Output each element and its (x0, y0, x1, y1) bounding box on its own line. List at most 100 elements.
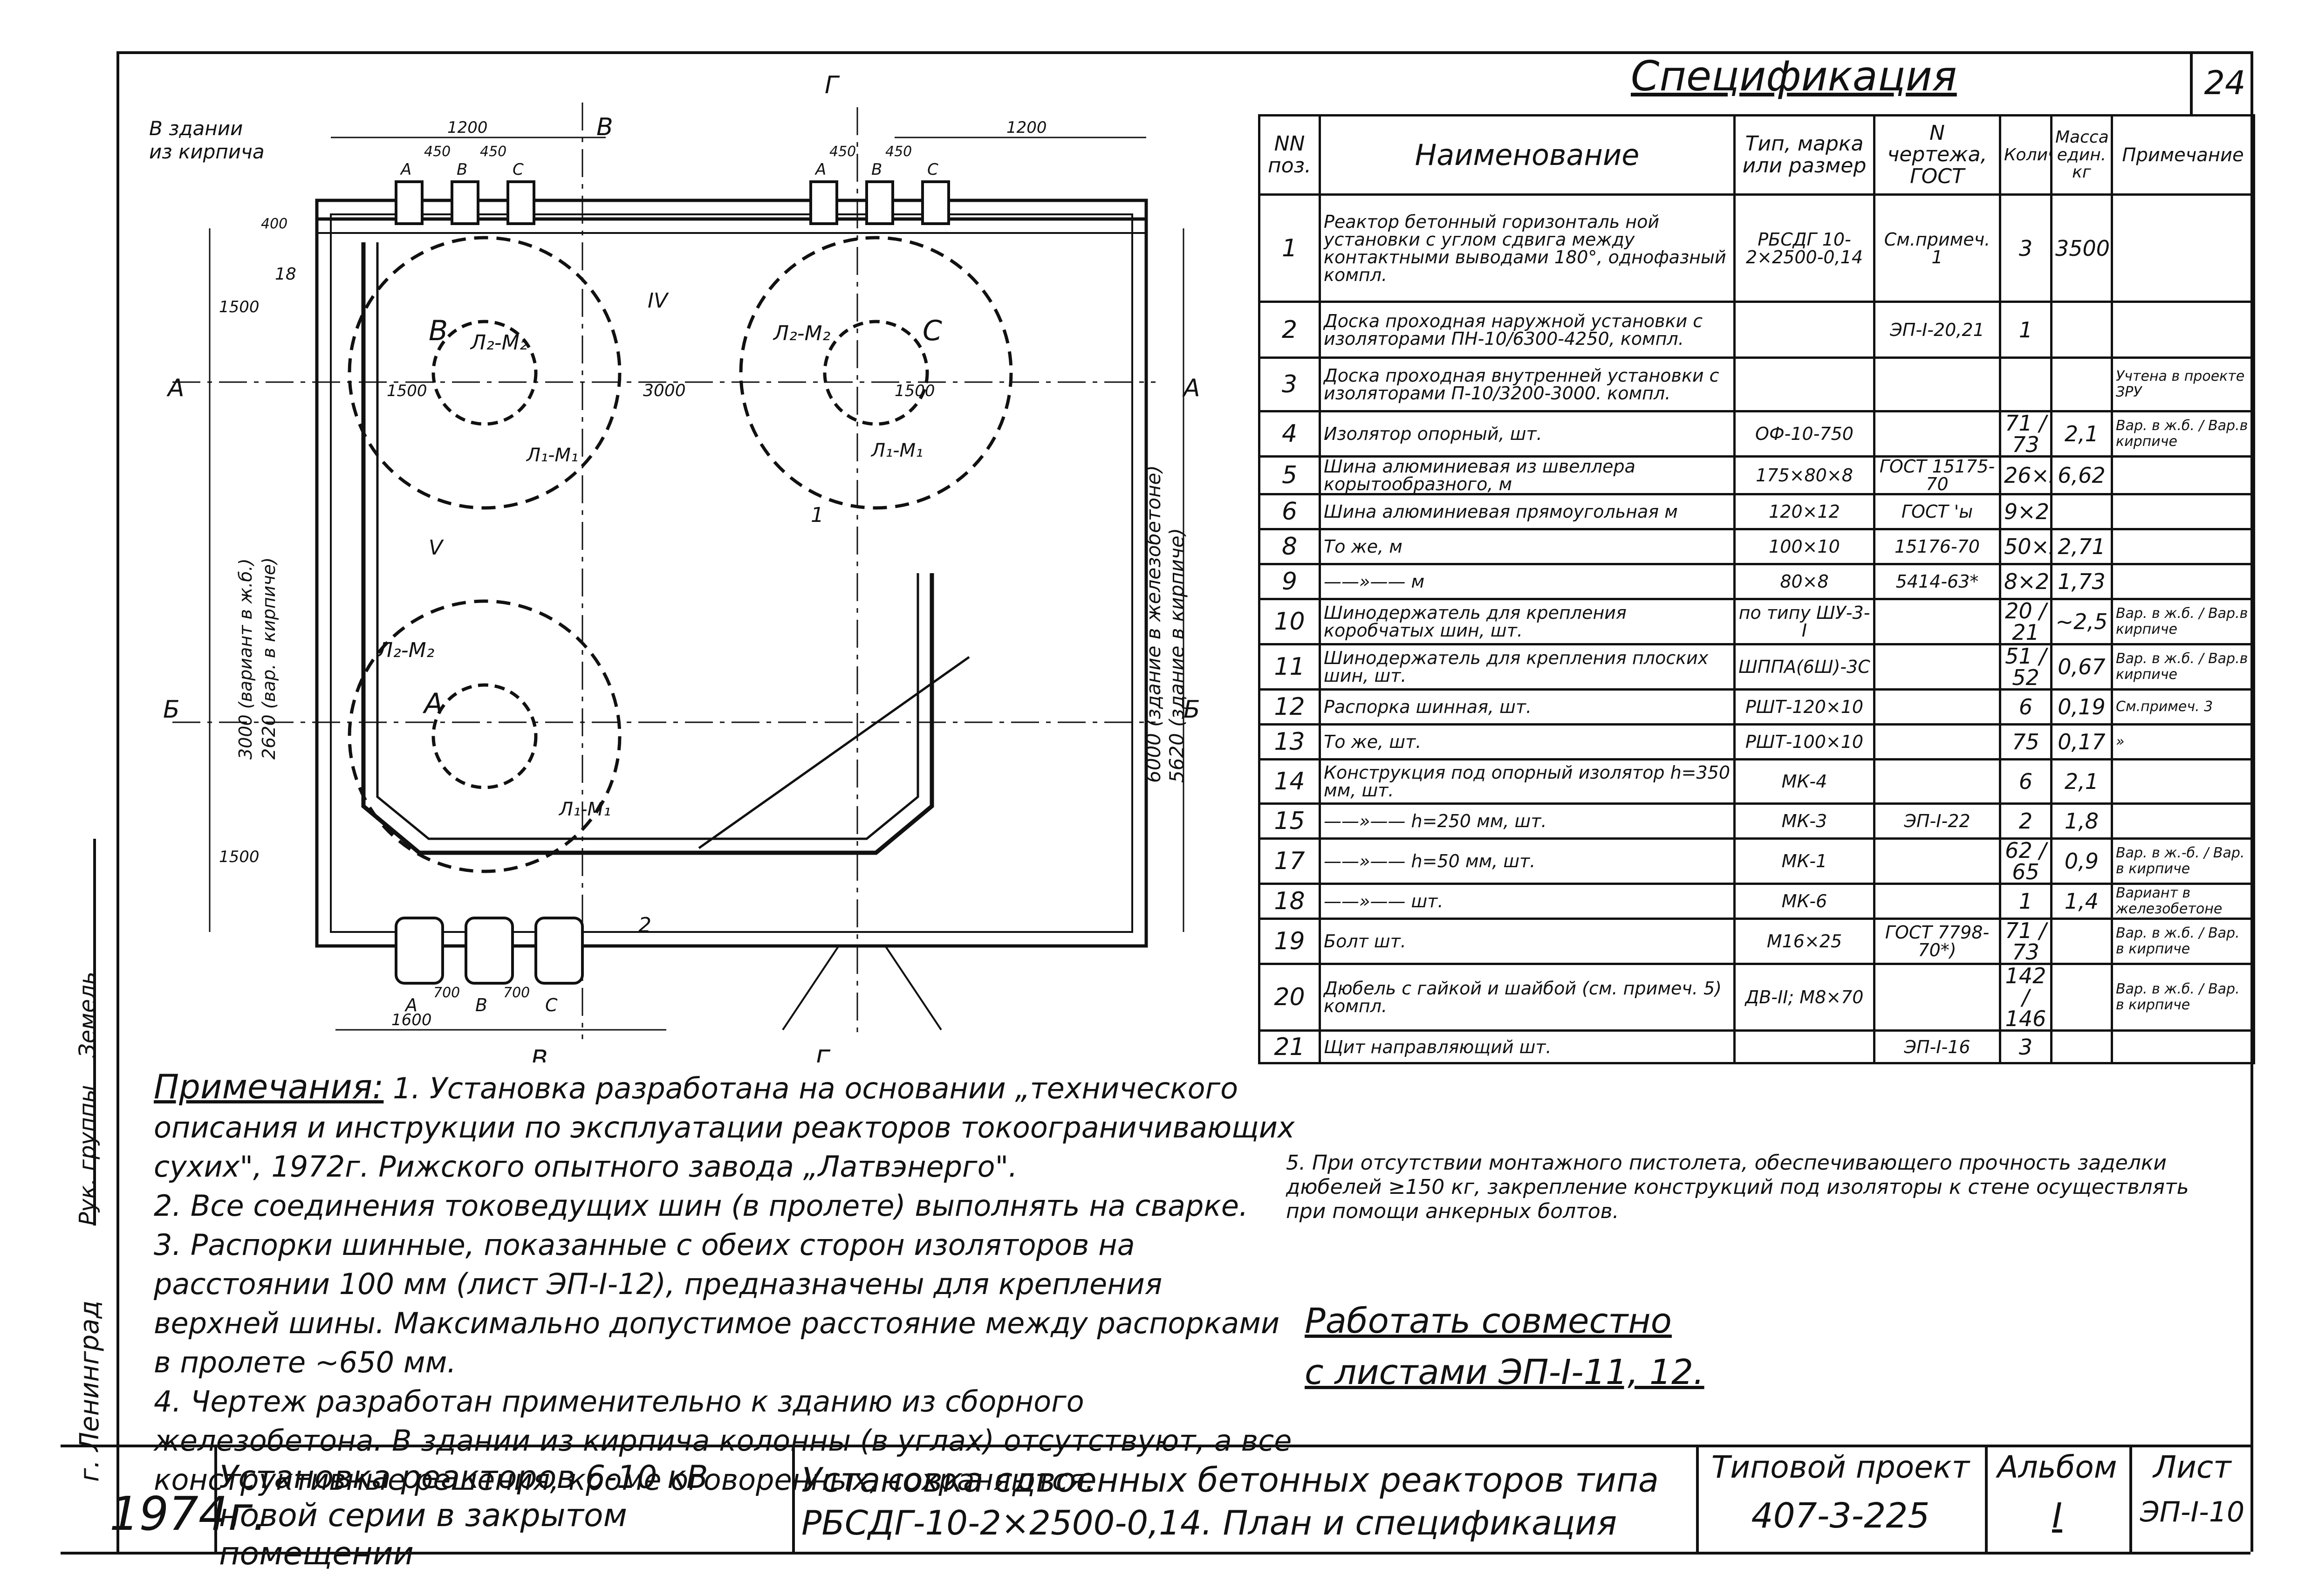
spec-type: РБСДГ 10-2×2500-0,14 (1733, 193, 1875, 303)
frame-top-line (116, 51, 2250, 54)
spec-pos: 4 (1258, 410, 1321, 458)
spec-note: Вар. в ж.б. / Вар.в кирпиче (2111, 643, 2255, 691)
spec-note: См.примеч. 3 (2111, 688, 2255, 726)
reactor-C-label: С (923, 315, 942, 347)
note-3: 3. Распорки шинные, показанные с обеих с… (154, 1228, 1280, 1379)
door-leaf-3 (884, 945, 942, 1031)
note-4: 4. Чертеж разработан применительно к зда… (154, 1384, 1292, 1497)
l1m1-A: Л₁-М₁ (558, 799, 611, 820)
phase-C-top2: С (927, 160, 938, 179)
spec-name: Изолятор опорный, шт. (1319, 410, 1736, 458)
spec-header-row: NN поз. Наименование Тип, марка или разм… (1258, 114, 2255, 196)
spec-type: МК-3 (1733, 802, 1875, 840)
spec-drawing: См.примеч. 1 (1873, 193, 2001, 303)
spec-qty: 142 / 146 (1999, 963, 2052, 1032)
header-note: Примечание (2111, 114, 2255, 196)
bus-route (361, 242, 934, 855)
spec-qty: 8×2 (1999, 563, 2052, 600)
spec-pos: 10 (1258, 598, 1321, 645)
spec-type: ШППА(6Ш)-3С (1733, 643, 1875, 691)
dim-right-alt: 5620 (здание в кирпиче) (1165, 528, 1188, 783)
spec-drawing (1873, 410, 2001, 458)
insulator-top-B2 (865, 180, 894, 225)
sec-V-bottom: В (531, 1045, 548, 1062)
header-type: Тип, марка или размер (1733, 114, 1875, 196)
reactor-B-inner (431, 320, 538, 426)
sec-B-left: Б (163, 696, 180, 724)
spec-mass: 6,62 (2050, 455, 2113, 495)
side-author: Земель (75, 971, 101, 1058)
spec-qty: 6 (1999, 758, 2052, 805)
spec-drawing: 15176-70 (1873, 528, 2001, 565)
dim-1500-l: 1500 (387, 382, 427, 400)
spec-qty: 6 (1999, 688, 2052, 726)
spec-qty (1999, 356, 2052, 412)
dim-450b: 450 (480, 144, 506, 160)
l1m1-B: Л₁-М₁ (526, 445, 578, 466)
dim-right-main: 6000 (здание в железобетоне) (1142, 465, 1165, 783)
sec-G-bottom: Г (815, 1045, 831, 1062)
spec-drawing (1873, 643, 2001, 691)
spec-note: Учтена в проекте ЗРУ (2111, 356, 2255, 412)
side-group: Рук. группы (75, 1085, 101, 1226)
tb-sheet-value: ЭП-I-10 (2140, 1496, 2245, 1528)
reactor-A-label: А (422, 687, 443, 720)
bushing-C (534, 917, 584, 985)
spec-pos: 12 (1258, 688, 1321, 726)
reactor-B-outer (348, 236, 622, 510)
spec-name: Щит направляющий шт. (1319, 1029, 1736, 1064)
spec-type: МК-4 (1733, 758, 1875, 805)
spec-drawing: ГОСТ 15175-70 (1873, 455, 2001, 495)
phase-A-top1: А (400, 160, 411, 179)
spec-pos: 3 (1258, 356, 1321, 412)
insulator-top-A2 (809, 180, 838, 225)
spec-drawing (1873, 883, 2001, 920)
spec-pos: 20 (1258, 963, 1321, 1032)
coop-line-2: с листами ЭП-I-11, 12. (1305, 1352, 1704, 1392)
spec-mass (2050, 493, 2113, 530)
spec-type: МК-6 (1733, 883, 1875, 920)
tb-sheet-label: Лист (2153, 1449, 2231, 1485)
l2m2-C: Л₂-М₂ (773, 322, 830, 345)
spec-qty: 1 (1999, 883, 2052, 920)
wall-outer (315, 199, 1148, 948)
spec-note (2111, 802, 2255, 840)
dim-1500-r: 1500 (895, 382, 935, 400)
spec-note (2111, 1029, 2255, 1064)
spec-qty: 50×2 (1999, 528, 2052, 565)
dim-700b: 700 (503, 985, 530, 1001)
spec-mass: 0,19 (2050, 688, 2113, 726)
spec-drawing (1873, 963, 2001, 1032)
spec-qty: 26×2 (1999, 455, 2052, 495)
spec-name: Болт шт. (1319, 918, 1736, 965)
tb-album-value: I (2052, 1496, 2062, 1536)
reactor-C-inner (823, 320, 929, 426)
notes-block: Примечания: 1. Установка разработана на … (154, 1067, 1295, 1500)
spec-qty: 62 / 65 (1999, 837, 2052, 885)
cooperation-note: Работать совместно с листами ЭП-I-11, 12… (1305, 1295, 1704, 1398)
reactor-B-label: В (429, 315, 448, 347)
spec-drawing: ГОСТ 7798-70*) (1873, 918, 2001, 965)
coop-line-1: Работать совместно (1305, 1301, 1672, 1341)
spec-note (2111, 758, 2255, 805)
spec-mass (2050, 356, 2113, 412)
spec-name: Шинодержатель для крепления плоских шин,… (1319, 643, 1736, 691)
spec-title: Спецификация (1631, 52, 1957, 100)
tb-album-label: Альбом (1997, 1449, 2117, 1485)
reactor-A-outer (348, 599, 622, 873)
dim-left-main: 3000 (вариант в ж.б.) (235, 558, 256, 760)
spec-type: РШТ-100×10 (1733, 723, 1875, 760)
sec-V-top: В (596, 113, 613, 141)
spec-note (2111, 493, 2255, 530)
spec-type: 120×12 (1733, 493, 1875, 530)
phase-A-top2: А (814, 160, 826, 179)
spec-mass (2050, 301, 2113, 359)
spec-name: Доска проходная наружной установки с изо… (1319, 301, 1736, 359)
spec-name: Дюбель с гайкой и шайбой (см. примеч. 5)… (1319, 963, 1736, 1032)
side-stamp-line (93, 839, 96, 1226)
